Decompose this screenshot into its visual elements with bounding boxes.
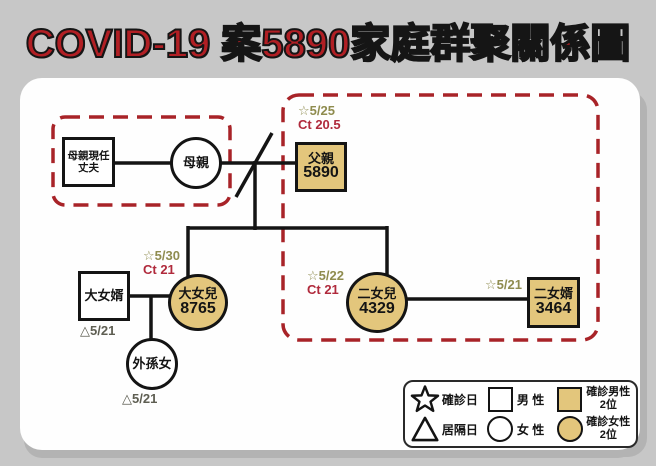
node-label: 母親現任 — [67, 149, 110, 162]
node-eldest-son-in-law: 大女婿 — [78, 271, 130, 321]
legend-text: 2位 — [599, 399, 617, 411]
confirm-date: ☆5/22 — [307, 268, 344, 283]
quarantine-date: △5/21 — [80, 323, 116, 338]
legend-female-label: 女 性 — [516, 422, 545, 437]
confirmed-male-square-icon — [555, 386, 584, 412]
confirm-date: ☆5/21 — [485, 277, 522, 292]
node-label: 二女婿 — [533, 286, 573, 302]
ct-value: Ct 20.5 — [298, 117, 341, 133]
eldest-son-in-law-quarantine-note: △5/21 — [80, 323, 116, 338]
female-circle-icon — [484, 416, 517, 442]
node-label: 大女兒 — [178, 286, 218, 302]
father-dates-note: ☆5/25 Ct 20.5 — [298, 103, 341, 133]
node-eldest-daughter-case8765: 大女兒 8765 — [168, 274, 228, 331]
node-label: 大女婿 — [84, 288, 124, 304]
node-label: 二女兒 — [357, 286, 397, 302]
second-son-in-law-date-note: ☆5/21 — [485, 277, 522, 292]
legend-text: 2位 — [599, 429, 617, 441]
ct-value: Ct 21 — [143, 262, 175, 278]
male-square-icon — [484, 386, 517, 412]
node-father-case5890: 父親 5890 — [295, 142, 347, 192]
node-label: 丈夫 — [78, 162, 99, 174]
node-second-daughter-case4329: 二女兒 4329 — [346, 272, 408, 333]
case-number: 5890 — [303, 164, 339, 182]
node-label: 母親 — [182, 155, 209, 171]
legend-box: 確診日 男 性 確診男性 2位 居隔日 女 性 確診女性 2位 — [403, 380, 638, 448]
triangle-icon — [409, 416, 442, 442]
node-granddaughter: 外孫女 — [126, 338, 178, 390]
legend-text: 確診男性 — [586, 386, 631, 399]
second-daughter-dates-note: ☆5/22 Ct 21 — [307, 268, 344, 298]
eldest-daughter-dates-note: ☆5/30 Ct 21 — [143, 248, 180, 278]
legend-confirm-label: 確診日 — [441, 392, 478, 407]
cluster-box-mother-household — [51, 115, 232, 207]
legend-row-2: 居隔日 女 性 確診女性 2位 — [409, 414, 632, 444]
legend-confirmed-female-label: 確診女性 2位 — [585, 416, 633, 441]
node-mother: 母親 — [170, 137, 222, 189]
ct-value: Ct 21 — [307, 282, 339, 298]
case-number: 8765 — [180, 299, 216, 317]
confirm-date: ☆5/30 — [143, 248, 180, 263]
legend-row-1: 確診日 男 性 確診男性 2位 — [409, 384, 632, 414]
legend-quarantine-label: 居隔日 — [441, 422, 478, 437]
family-lines — [114, 132, 529, 341]
quarantine-date: △5/21 — [122, 391, 158, 406]
page-title: COVID-19 案5890家庭群聚關係圖 — [25, 21, 632, 67]
star-icon — [409, 384, 442, 414]
legend-confirmed-male-label: 確診男性 2位 — [585, 386, 633, 411]
node-label: 外孫女 — [132, 356, 172, 372]
granddaughter-quarantine-note: △5/21 — [122, 391, 158, 406]
legend-text: 確診女性 — [586, 416, 631, 429]
node-label: 父親 — [307, 150, 334, 166]
case-number: 4329 — [359, 299, 395, 317]
case-number: 3464 — [535, 299, 572, 317]
cluster-box-father-household — [281, 93, 600, 342]
legend-male-label: 男 性 — [516, 392, 545, 407]
confirm-date: ☆5/25 — [298, 103, 335, 118]
confirmed-female-circle-icon — [555, 416, 584, 442]
node-stepfather: 母親現任 丈夫 — [62, 137, 115, 187]
node-second-son-in-law-case3464: 二女婿 3464 — [527, 277, 580, 328]
